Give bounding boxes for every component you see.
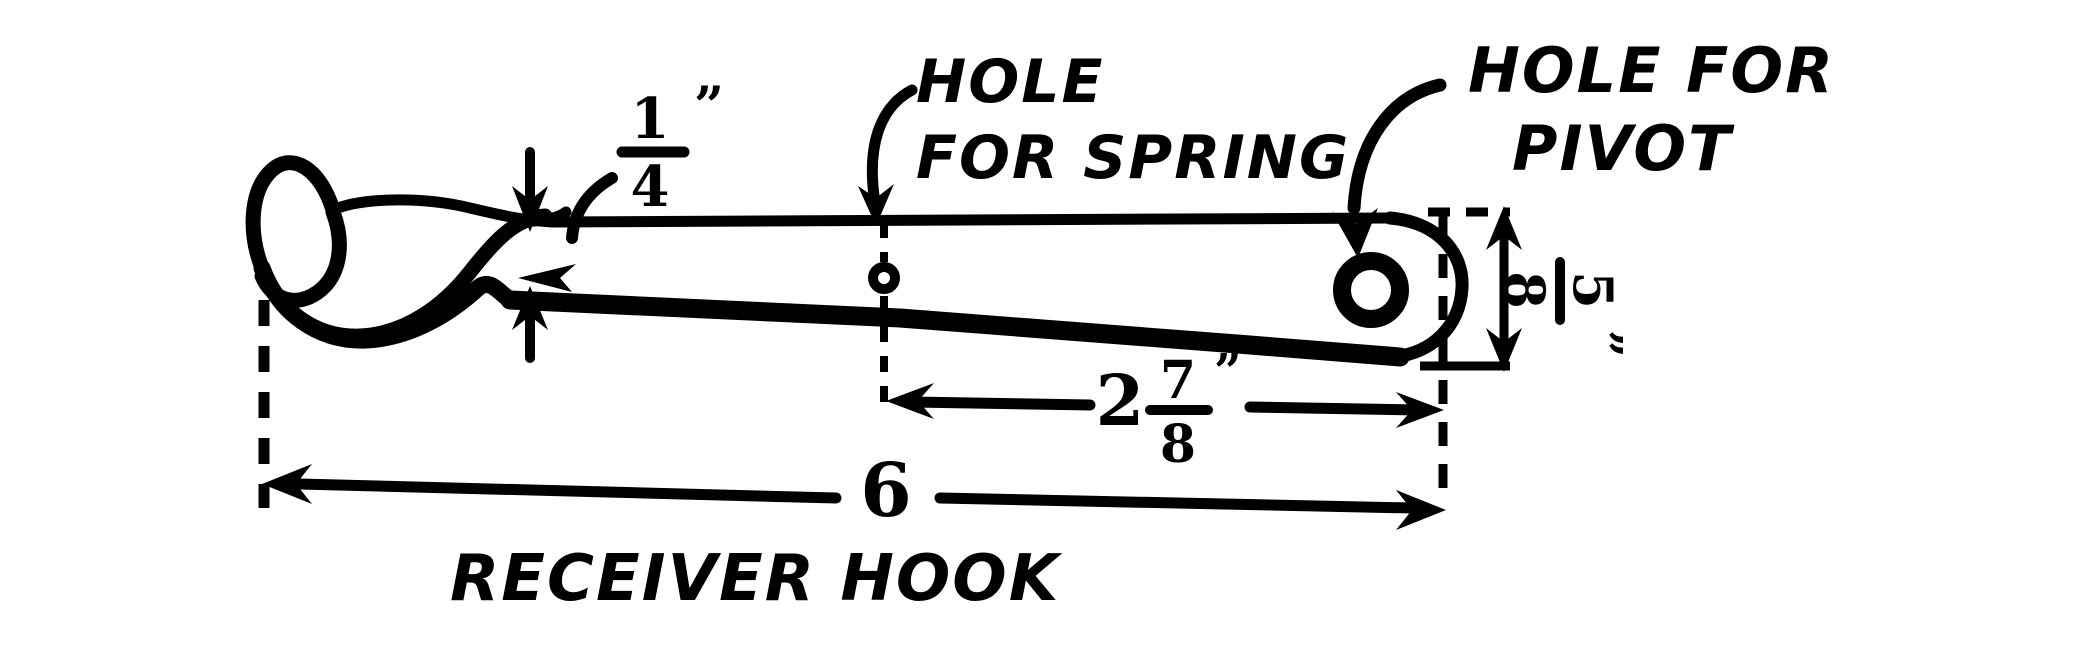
thickness-leader-arrowhead [518, 264, 576, 292]
overall-right-arrowhead [1396, 490, 1446, 530]
pivot-hole-ring [1333, 252, 1409, 328]
thickness-upper-arrowhead [512, 186, 548, 232]
pivot-leader-line [1347, 78, 1447, 215]
shank-bottom-edge [500, 290, 1410, 367]
pivot-to-spring-fraction: 2 7 8 ” [1096, 344, 1242, 475]
spring-leader-line [866, 84, 918, 202]
pivot-to-spring-right-arrowhead [1396, 392, 1444, 428]
pivot-to-spring-dimension-group: 2 7 8 ” [886, 212, 1448, 500]
thickness-numerator: 1 [631, 86, 670, 152]
pivot-height-denominator: 8 [1493, 271, 1557, 309]
overall-length-value: 6 [860, 448, 912, 534]
thickness-unit-mark: ” [694, 76, 724, 137]
thickness-denominator: 4 [631, 154, 670, 220]
pivot-to-spring-left-arrowhead [886, 383, 934, 419]
thickness-lower-arrowhead [512, 286, 548, 330]
spring-hole-dot [868, 262, 900, 294]
pivot-leader-arrowhead [1332, 208, 1378, 258]
pivot-height-down-arrowhead [1486, 328, 1522, 372]
thickness-leader-curve [566, 172, 618, 244]
pivot-height-fraction: 5 8 ” [1493, 257, 1632, 358]
pivot-to-spring-unit-mark: ” [1214, 344, 1242, 400]
pivot-end-cap [1383, 211, 1469, 364]
overall-length-dimension-group: 6 [258, 300, 1446, 534]
pivot-height-numerator: 5 [1561, 271, 1625, 309]
hook-body-group [245, 155, 1469, 367]
pivot-to-spring-line-left [906, 396, 1096, 411]
thickness-dimension-group: 1 4 ” [512, 76, 724, 363]
pivot-height-dimension-group: 5 8 ” [1420, 206, 1632, 372]
pivot-to-spring-whole: 2 [1096, 359, 1145, 442]
pivot-height-up-arrowhead [1486, 206, 1522, 250]
shank-top-step [514, 206, 572, 228]
pivot-leader-group [1332, 78, 1447, 258]
spring-leader-arrowhead [858, 184, 894, 226]
pivot-to-spring-line-right [1244, 401, 1424, 416]
thickness-fraction: 1 4 ” [616, 76, 724, 220]
overall-left-arrowhead [262, 464, 312, 504]
pivot-height-unit-mark: ” [1576, 330, 1632, 358]
drawing-caption: RECEIVER HOOK [450, 542, 1063, 616]
spring-leader-group [858, 84, 918, 226]
hole-for-pivot-label-line2: PIVOT [1512, 112, 1735, 185]
hole-for-spring-label-line2: FOR SPRING [916, 123, 1350, 193]
overall-line-left [294, 478, 842, 504]
hole-for-spring-label-line1: HOLE [916, 47, 1104, 117]
pivot-to-spring-numerator: 7 [1160, 350, 1196, 411]
hole-for-pivot-label-line1: HOLE FOR [1468, 34, 1835, 107]
hook-underside-connector [253, 259, 521, 349]
pivot-to-spring-denominator: 8 [1160, 414, 1196, 475]
overall-line-right [934, 492, 1418, 514]
